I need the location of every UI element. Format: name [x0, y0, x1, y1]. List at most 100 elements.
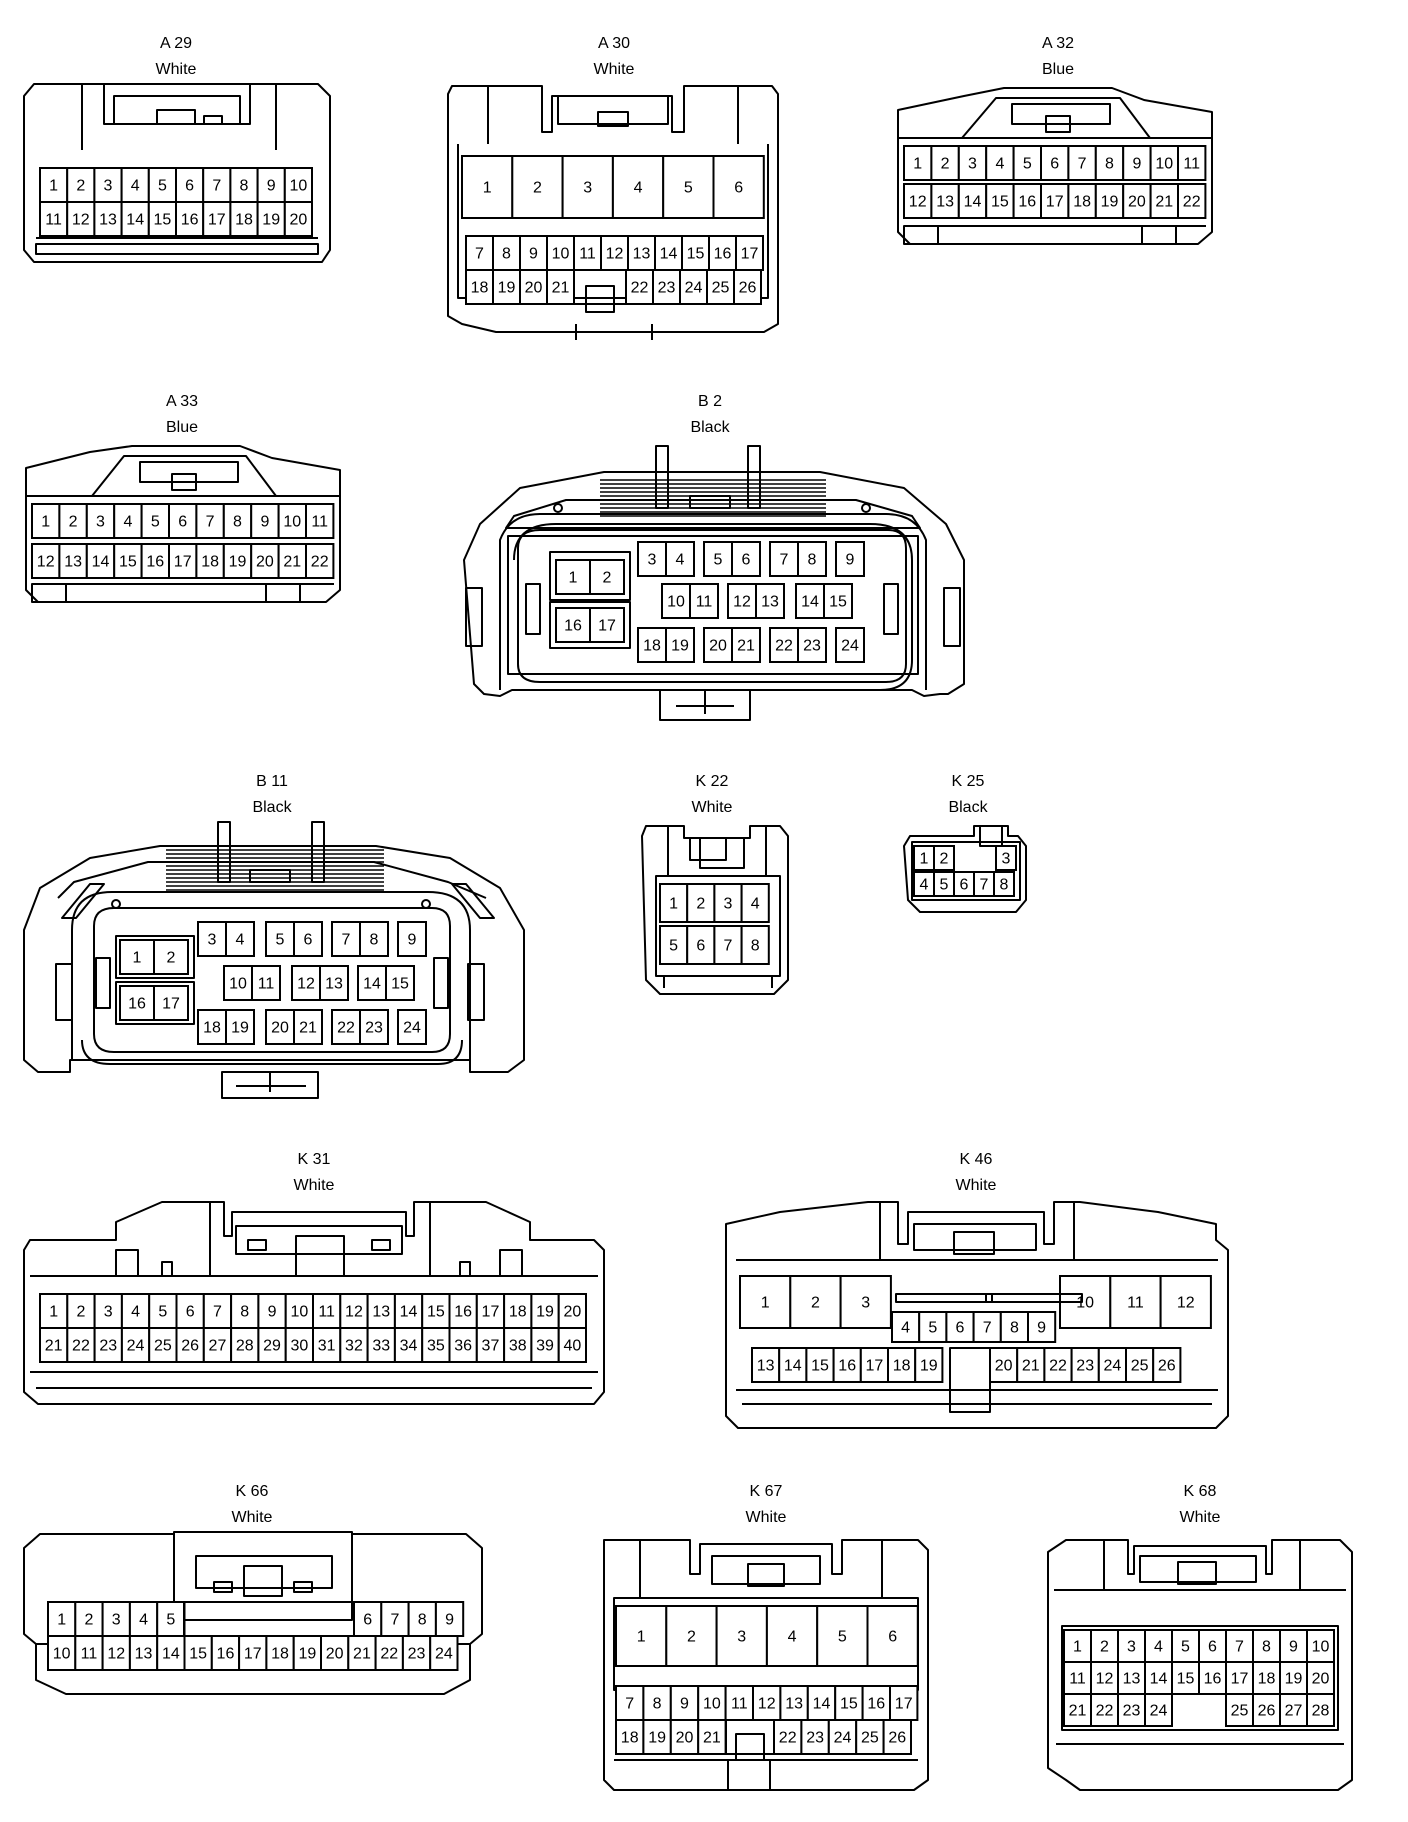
pin-cell: 16: [119, 985, 155, 1021]
pin-cell: 16: [448, 1293, 478, 1329]
pin-cell: 5: [148, 1293, 178, 1329]
pin-cell: 18: [229, 201, 259, 237]
pin-cell: 10: [284, 1293, 315, 1329]
housing-outline: [25, 445, 341, 603]
pin-box: [712, 155, 765, 219]
pin-box: [557, 1327, 588, 1363]
connector-color: White: [692, 799, 733, 816]
connector-color: White: [232, 1509, 273, 1526]
pin-number: 1: [133, 950, 142, 967]
pin-cell: 19: [256, 201, 286, 237]
pin-cell: 10: [697, 1685, 727, 1721]
pin-box: [1094, 145, 1125, 181]
pin-box: [835, 627, 865, 663]
pin-box: [637, 627, 667, 663]
pin-box: [465, 235, 494, 271]
pin-cell: 3: [995, 845, 1017, 871]
pin-number: 6: [185, 178, 194, 195]
pin-box: [230, 1293, 260, 1329]
pin-box: [421, 1327, 451, 1363]
pin-number: 14: [964, 194, 982, 211]
pin-number: 10: [1312, 1639, 1330, 1656]
pin-cell: 12: [752, 1685, 782, 1721]
pin-number: 1: [913, 156, 922, 173]
pin-number: 24: [1150, 1703, 1168, 1720]
pin-number: 16: [1204, 1671, 1222, 1688]
pin-number: 2: [533, 180, 542, 197]
pin-cell: 13: [627, 235, 656, 271]
pin-number: 15: [154, 212, 172, 229]
pin-number: 3: [208, 932, 217, 949]
pin-cell: 6: [731, 541, 761, 577]
pin-box: [713, 883, 743, 923]
pin-cell: 24: [835, 627, 865, 663]
pin-gap: [183, 1601, 355, 1637]
pin-number: 1: [920, 851, 929, 868]
pin-number: 2: [76, 1304, 85, 1321]
pin-cell: 15: [823, 583, 853, 619]
pin-box: [195, 543, 225, 579]
latch-tab: [1177, 1561, 1217, 1585]
latch-slot: [293, 1581, 313, 1593]
pin-number: 8: [1262, 1639, 1271, 1656]
pin-box: [945, 1311, 975, 1343]
pin-box: [331, 1009, 361, 1045]
pin-cell: 22: [769, 627, 799, 663]
pin-number: 6: [742, 552, 751, 569]
pin-number: 1: [669, 896, 678, 913]
pin-cell: 5: [1171, 1629, 1200, 1663]
pin-number: 15: [391, 976, 409, 993]
pin-cell: 36: [448, 1327, 478, 1363]
pin-cell: 17: [1040, 183, 1070, 219]
pin-box: [251, 965, 281, 1001]
pin-cell: 18: [1067, 183, 1097, 219]
pin-box: [101, 1635, 131, 1671]
pin-box: [659, 925, 689, 965]
pin-cell: 9: [397, 921, 427, 957]
pin-cell: 7: [973, 871, 995, 897]
pin-number: 18: [203, 1020, 221, 1037]
pin-cell: 14: [957, 183, 988, 219]
pin-cell: 6: [945, 1311, 975, 1343]
pin-cell: 26: [1252, 1693, 1281, 1727]
connector-color: Blue: [166, 419, 198, 436]
pin-cell: 13: [58, 543, 88, 579]
pin-cell: 7: [1225, 1629, 1254, 1663]
connector-id: A 30: [598, 35, 630, 52]
pin-cell: 16: [832, 1347, 862, 1383]
pin-number: 6: [186, 1304, 195, 1321]
pin-number: 39: [536, 1338, 554, 1355]
pin-box: [703, 627, 733, 663]
pin-cell: 12: [727, 583, 757, 619]
pin-cell: 4: [665, 541, 695, 577]
pin-cell: 9: [1027, 1311, 1057, 1343]
pin-number: 17: [895, 1696, 913, 1713]
pin-number: 7: [724, 938, 733, 955]
pin-cell: 19: [222, 543, 253, 579]
pin-cell: 26: [175, 1327, 205, 1363]
pin-number: 3: [724, 896, 733, 913]
pin-box: [293, 1009, 323, 1045]
mount-hole: [421, 899, 431, 909]
pin-box: [397, 1009, 427, 1045]
pin-number: 7: [780, 552, 789, 569]
pin-cell: 3: [93, 167, 123, 203]
pin-number: 24: [685, 280, 703, 297]
pin-box: [393, 1327, 424, 1363]
pin-cell: 22: [66, 1327, 96, 1363]
pin-box: [735, 235, 764, 271]
pin-number: 18: [1073, 194, 1091, 211]
pin-cell: 1: [39, 1293, 69, 1329]
pin-cell: 15: [147, 201, 178, 237]
housing-outline: [603, 1539, 929, 1791]
pin-box: [503, 1327, 533, 1363]
pin-number: 9: [267, 178, 276, 195]
pin-cell: 23: [1117, 1693, 1146, 1727]
pin-number: 11: [81, 1646, 98, 1663]
pin-number: 11: [696, 594, 713, 611]
pin-box: [625, 269, 654, 305]
pin-number: 11: [1069, 1671, 1086, 1688]
pin-number: 7: [342, 932, 351, 949]
